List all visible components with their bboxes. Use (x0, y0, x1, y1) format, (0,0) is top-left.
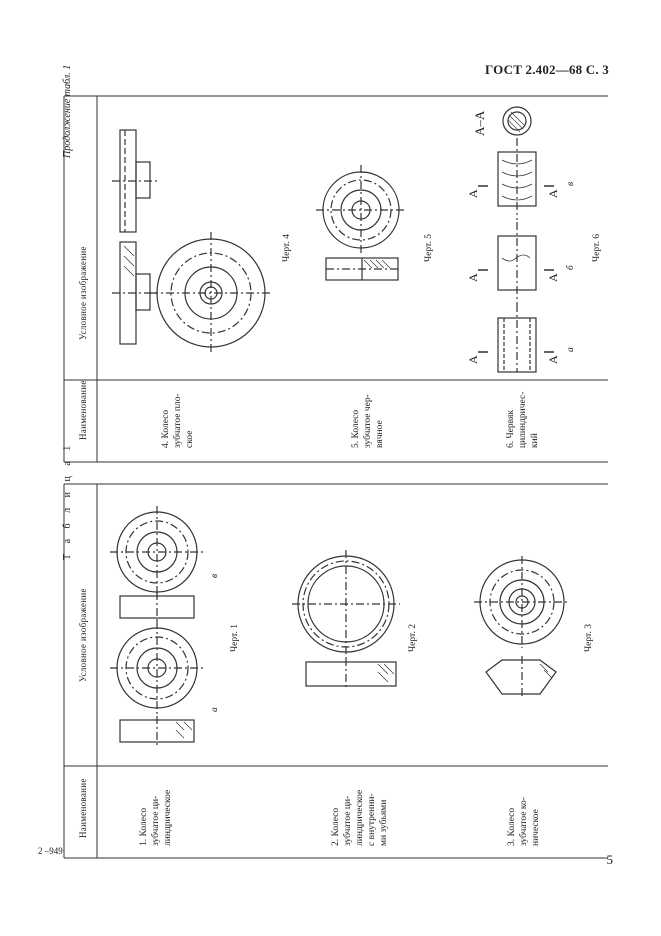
figure-4-flat-gear (112, 129, 272, 354)
lower-row-name-1: 1. Колесо зубчатое ци- линдрическое (139, 789, 173, 846)
lower-col-image: Условное изображение (78, 588, 88, 682)
figure-1-sub-a: а (210, 707, 220, 712)
upper-table-title: Продолжение табл. 1 (62, 64, 73, 158)
upper-row-name-6: 6. Червяк цилиндричес- кий (506, 391, 540, 448)
cut-label-a-5: А (546, 273, 560, 282)
upper-row-name-4: 4. Колесо зубчатое пло- ское (161, 393, 195, 448)
figure-6-caption: Черт. 6 (592, 234, 602, 262)
cut-label-a-1: А (466, 189, 480, 198)
worm-sub-v: в (566, 181, 576, 186)
figure-5-caption: Черт. 5 (424, 234, 434, 262)
cut-label-a-3: А (466, 355, 480, 364)
cut-label-a-6: А (546, 355, 560, 364)
figure-2-caption: Черт. 2 (408, 624, 418, 652)
figure-5-worm-wheel (316, 165, 406, 281)
section-a-a-label: А–А (472, 110, 487, 136)
lower-table-frame (63, 483, 608, 859)
lower-table-title: Т а б л и ц а 1 (62, 441, 73, 560)
upper-col-name: Наименование (78, 380, 88, 440)
figure-1-spur-gear (110, 506, 204, 746)
figure-3-bevel-gear (474, 556, 570, 698)
page-header: ГОСТ 2.402—68 С. 3 (484, 62, 609, 77)
lower-col-name: Наименование (78, 778, 88, 838)
upper-row-name-5: 5. Колесо зубчатое чер- вячное (351, 394, 385, 448)
figure-1-caption: Черт. 1 (230, 624, 240, 652)
footer-code: 2 –949 (38, 846, 63, 856)
figure-3-caption: Черт. 3 (584, 624, 594, 652)
figure-4-caption: Черт. 4 (282, 234, 292, 262)
lower-row-name-2: 2. Колесо зубчатое ци- линдрическое с вн… (331, 789, 389, 846)
upper-col-image: Условное изображение (78, 246, 88, 340)
figure-6-worm (478, 106, 554, 373)
figure-2-internal-gear (292, 550, 400, 690)
cut-label-a-2: А (466, 273, 480, 282)
worm-sub-b: б (566, 265, 576, 270)
figure-1-sub-b: в (210, 573, 220, 578)
upper-table-frame (63, 95, 608, 463)
page-number: 5 (606, 852, 614, 867)
lower-row-name-3: 3. Колесо зубчатое ко- ническое (507, 797, 541, 846)
cut-label-a-4: А (546, 189, 560, 198)
worm-sub-a: а (566, 347, 576, 352)
